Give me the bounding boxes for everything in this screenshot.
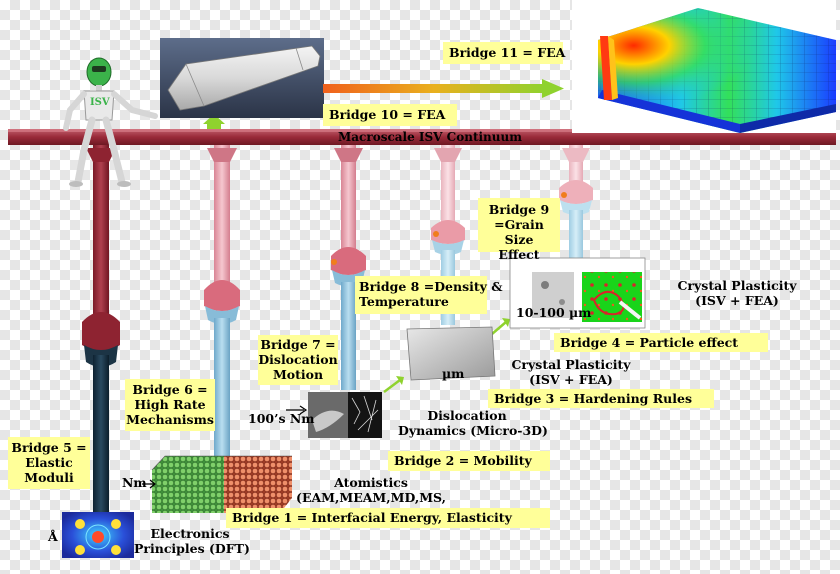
method-dislocation-line1: Dislocation: [427, 408, 507, 423]
bridge7-label: Bridge 7 = Dislocation Motion: [258, 335, 338, 385]
method-dislocation: Dislocation Dynamics (Micro-3D): [398, 408, 548, 438]
bridge6-line3: Mechanisms: [126, 412, 214, 427]
bridge7-line2: Dislocation: [258, 352, 338, 367]
method-crystal-top: Crystal Plasticity (ISV + FEA): [670, 278, 804, 308]
method-atomistics: Atomistics (EAM,MEAM,MD,MS,: [296, 475, 446, 505]
method-crystal-top-line2: (ISV + FEA): [695, 293, 779, 308]
beam-image: [160, 38, 324, 118]
bridge3-label: Bridge 3 = Hardening Rules: [488, 389, 714, 408]
arrow-to-grains-head: [502, 318, 510, 327]
scale-range-um: 10-100 µm: [516, 305, 592, 320]
bridge9-label: Bridge 9 =Grain Size Effect: [478, 198, 560, 262]
bridge9-line2: =Grain Size: [494, 217, 544, 247]
scale-um: µm: [442, 366, 465, 381]
scale-angstrom: Å: [48, 529, 58, 544]
method-dislocation-line2: Dynamics (Micro-3D): [398, 423, 548, 438]
grain-images: [509, 257, 646, 329]
fea-plate-image: [572, 0, 836, 133]
nm-arrow: [142, 479, 156, 489]
method-crystal-mid-line1: Crystal Plasticity: [511, 357, 631, 372]
bridge11-label: Bridge 11 = FEA: [443, 42, 565, 64]
bridge6-line1: Bridge 6 =: [132, 382, 208, 397]
micron-box: [406, 326, 496, 381]
bridge5-pipe: [82, 145, 120, 515]
bridge10-up-arrow: [203, 114, 225, 132]
method-atomistics-line1: Atomistics: [334, 475, 408, 490]
bridge5-line2: Elastic: [25, 455, 73, 470]
bridge10-arrow: [323, 79, 564, 98]
robot-chest-label: ISV: [90, 97, 110, 108]
isv-robot: [63, 57, 158, 187]
method-crystal-mid-line2: (ISV + FEA): [529, 372, 613, 387]
bridge8-line2: Temperature: [359, 294, 449, 309]
bridge9-line3: Effect: [498, 247, 540, 262]
bridge9-line1: Bridge 9: [488, 202, 550, 217]
dislocation-micrograph: [308, 392, 382, 438]
hundreds-nm-arrow: [286, 405, 308, 415]
scale-hundreds-nm: 100’s Nm: [248, 411, 315, 426]
method-electronics-line1: Electronics: [150, 526, 230, 541]
bridge9-pipe: [559, 145, 593, 258]
bridge10-label: Bridge 10 = FEA: [323, 104, 457, 126]
atomistics-lattice: [151, 455, 292, 513]
method-electronics: Electronics Principles (DFT): [134, 526, 250, 556]
method-atomistics-line2: (EAM,MEAM,MD,MS,: [296, 490, 446, 505]
bridge4-label: Bridge 4 = Particle effect: [554, 333, 768, 352]
bridge5-label: Bridge 5 = Elastic Moduli: [8, 437, 90, 489]
bridge7-line1: Bridge 7 =: [260, 337, 336, 352]
bridge8-line1: Bridge 8 =Density &: [359, 279, 503, 294]
bridge7-line3: Motion: [272, 367, 324, 382]
bridge6-pipe: [204, 145, 240, 458]
continuum-label: Macroscale ISV Continuum: [338, 130, 522, 144]
bridge1-label: Bridge 1 = Interfacial Energy, Elasticit…: [226, 508, 550, 528]
bridge8-label: Bridge 8 =Density & Temperature: [355, 276, 503, 314]
bridge7-pipe: [331, 145, 366, 390]
arrow-to-grains: [491, 321, 507, 335]
method-crystal-top-line1: Crystal Plasticity: [677, 278, 797, 293]
arrow-to-um: [383, 379, 401, 393]
method-electronics-line2: Principles (DFT): [134, 541, 250, 556]
bridge6-label: Bridge 6 = High Rate Mechanisms: [125, 379, 215, 431]
scale-nm: Nm: [122, 475, 147, 490]
arrow-to-um-head: [396, 376, 404, 385]
bridge2-label: Bridge 2 = Mobility: [388, 451, 550, 471]
method-crystal-mid: Crystal Plasticity (ISV + FEA): [506, 357, 636, 387]
bridge5-line3: Moduli: [24, 470, 74, 485]
dft-image: [62, 512, 134, 558]
bridge5-line1: Bridge 5 =: [11, 440, 87, 455]
bridge6-line2: High Rate: [134, 397, 206, 412]
